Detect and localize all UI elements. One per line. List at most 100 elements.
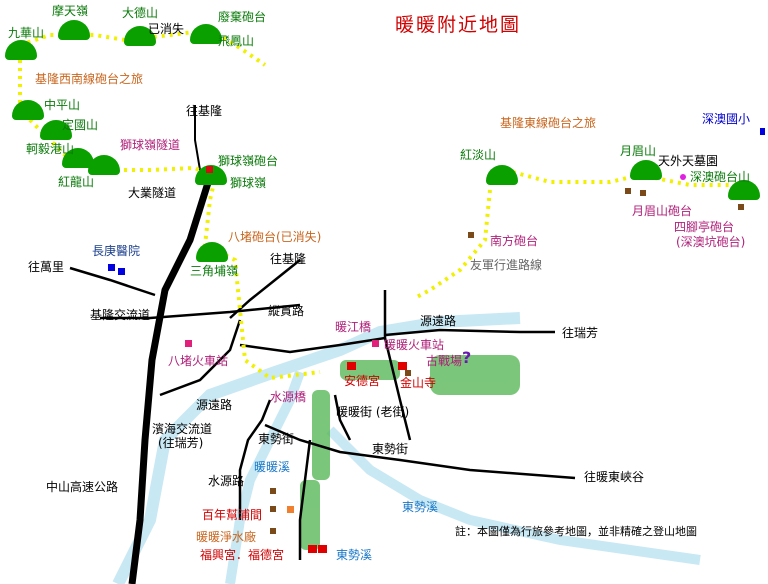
label-nuannuan-station: 暖暖火車站 [384, 338, 445, 352]
label-dongshi-st-1: 東勢街 [258, 432, 295, 446]
label-shiqiuling-tunnel: 獅球嶺隧道 [120, 138, 181, 152]
dam-icon [270, 506, 276, 512]
mountain-icon [728, 180, 760, 200]
label-bainian-dam: 百年幫浦間 [202, 508, 263, 522]
river-main [112, 312, 521, 584]
label-nuannuan-creek: 暖暖溪 [254, 460, 291, 474]
label-yixiaoshi: 已消失 [148, 22, 185, 36]
label-badu-paotai: 八堵砲台(已消失) [228, 230, 322, 244]
mountain-icon [196, 242, 228, 262]
label-dingguoshan: 定國山 [62, 118, 99, 132]
road-old-street [333, 394, 352, 441]
label-shenaokeng-paotai: (深澳坑砲台) [676, 235, 746, 249]
station-icon [372, 340, 379, 347]
label-hongdanshan: 紅淡山 [460, 148, 497, 162]
label-shuiyuan-bridge: 水源橋 [270, 390, 307, 404]
label-zhongpingshan: 中平山 [44, 98, 81, 112]
road-yuanyuan [384, 328, 555, 337]
reservoir-icon [287, 506, 294, 513]
temple-icon [308, 545, 317, 553]
label-daye-tunnel: 大業隧道 [128, 186, 177, 200]
temple-icon [398, 362, 407, 370]
label-tianwai-tomb: 天外天墓園 [658, 154, 719, 168]
road-zongguan [229, 259, 301, 319]
fort-ruin-icon [468, 232, 474, 238]
label-dongshi-creek-2: 東勢溪 [336, 548, 373, 562]
map-note: 註：本圖僅為行旅參考地圖，並非精確之登山地圖 [455, 525, 697, 538]
mountain-icon [5, 40, 37, 60]
label-binhai-jiaoliu: 濱海交流道 [152, 422, 213, 436]
label-changgeng: 長庚醫院 [92, 244, 141, 258]
label-yuemei-paotai: 月眉山砲台 [632, 204, 693, 218]
zhongshan-freeway [128, 168, 216, 584]
label-shiqiuling: 獅球嶺 [230, 176, 267, 190]
mountain-icon [40, 120, 72, 140]
label-dadeshan: 大德山 [122, 6, 159, 20]
temple-icon [318, 545, 327, 553]
hospital-icon [108, 264, 115, 271]
road-east-branch [383, 337, 412, 441]
station-icon [185, 340, 192, 347]
label-xinan-route: 基隆西南線砲台之旅 [35, 72, 144, 86]
fort-ruin-icon [625, 188, 631, 194]
label-wang-jilong-1: 往基隆 [186, 104, 223, 118]
label-feifengshan: 飛鳳山 [218, 34, 255, 48]
label-jinshansi: 金山寺 [400, 376, 437, 390]
label-shiqiuling-paotai: 獅球嶺砲台 [218, 154, 279, 168]
label-nanfang-paotai: 南方砲台 [490, 234, 539, 248]
road-wanli [69, 266, 156, 297]
road-dongshi-south [298, 439, 312, 560]
nuannuan-creek [225, 370, 305, 584]
road-badu [159, 319, 242, 397]
label-shenao-school: 深澳國小 [702, 112, 751, 126]
mountain-icon [195, 165, 227, 185]
label-jilong-jiaoliu: 基隆交流道 [90, 308, 151, 322]
label-dongshi-st-2: 東勢街 [372, 442, 409, 456]
hospital-icon [118, 268, 125, 275]
trail-hongdan [414, 189, 492, 300]
plant-icon [270, 528, 276, 534]
dam-icon [270, 488, 276, 494]
label-youjun-route: 友軍行進路線 [470, 258, 543, 272]
mountain-icon [88, 155, 120, 175]
label-wang-wanli: 往萬里 [28, 260, 65, 274]
label-nuannuan-st: 暖暖街 (老街) [336, 405, 410, 419]
label-sijiaoting-paotai: 四腳亭砲台 [674, 220, 735, 234]
label-zhongshan-fwy: 中山高速公路 [46, 480, 119, 494]
label-wang-jilong-2: 往基隆 [270, 252, 307, 266]
label-yuanyuan-rd-2: 源遠路 [196, 398, 233, 412]
road-dongshi [264, 423, 576, 480]
fort-icon [206, 166, 213, 173]
fort-ruin-icon [405, 370, 411, 376]
label-wang-ruifang-1: 往瑞芳 [562, 326, 599, 340]
map-title: 暖暖附近地圖 [395, 14, 522, 36]
mountain-icon [486, 165, 518, 185]
label-dongshi-creek-1: 東勢溪 [402, 500, 439, 514]
label-wang-ruifang-2: (往瑞芳) [158, 436, 204, 450]
road-nuannuan [239, 290, 387, 354]
label-keyilianshan: 軻毅港山 [26, 142, 75, 156]
label-badu-station: 八堵火車站 [168, 354, 229, 368]
mountain-icon [190, 24, 222, 44]
label-feiqi-paotai: 廢棄砲台 [218, 10, 267, 24]
label-nuanjiang-bridge: 暖江橋 [335, 320, 372, 334]
label-fuxinggong: 福興宮．福德宮 [200, 548, 285, 562]
unknown-site-marker: ? [462, 348, 472, 367]
label-yuanyuan-rd-1: 源遠路 [420, 314, 457, 328]
label-jingshui-plant: 暖暖淨水廠 [196, 530, 257, 544]
mountain-icon [58, 20, 90, 40]
fort-ruin-icon [640, 190, 646, 196]
road-shuiyuan [238, 399, 272, 520]
mountain-icon [62, 148, 94, 168]
label-wang-dongxiagu: 往暖東峽谷 [584, 470, 645, 484]
label-andegong: 安德宮 [344, 374, 381, 388]
mountain-icon [630, 160, 662, 180]
school-icon [760, 128, 765, 135]
tomb-icon [680, 174, 686, 180]
label-yuemeishan: 月眉山 [620, 144, 657, 158]
label-sanjiaoling: 三角埔嶺 [190, 264, 239, 278]
mountain-icon [12, 100, 44, 120]
road-jilong-link [100, 303, 301, 320]
label-jiuhuashan: 九華山 [8, 26, 45, 40]
